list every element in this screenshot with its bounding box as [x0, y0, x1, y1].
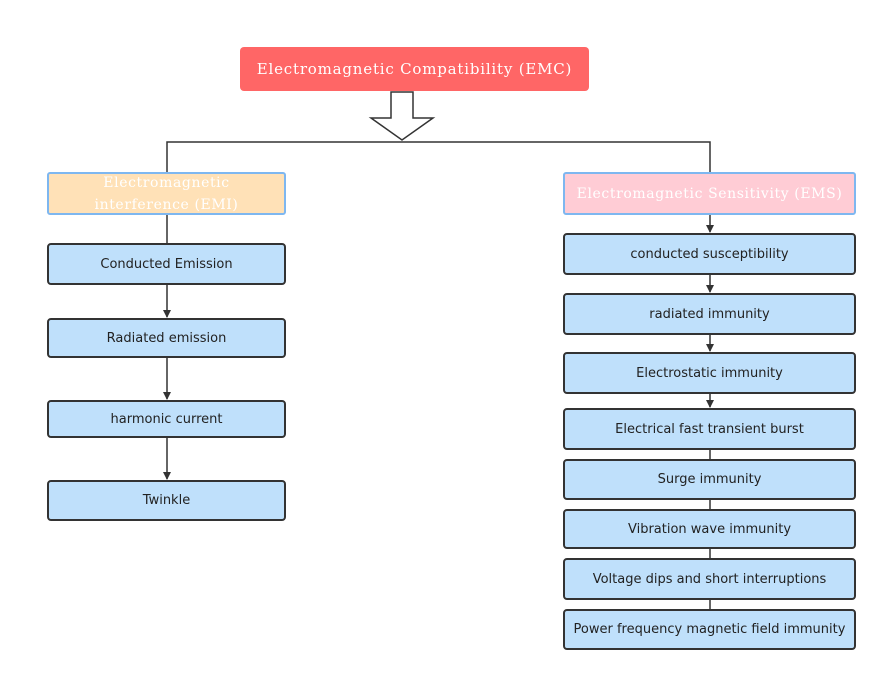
emi-item-label: Conducted Emission	[100, 256, 233, 272]
category-node-ems: Electromagnetic Sensitivity (EMS)	[563, 172, 856, 215]
ems-item-label: conducted susceptibility	[630, 246, 789, 262]
ems-item-label: Voltage dips and short interruptions	[592, 571, 827, 587]
ems-item-label: Electrical fast transient burst	[615, 421, 804, 437]
ems-item-electrical-fast-transient-burst: Electrical fast transient burst	[563, 408, 856, 450]
ems-item-label: Power frequency magnetic field immunity	[573, 622, 846, 637]
category-label-ems: Electromagnetic Sensitivity (EMS)	[576, 185, 843, 202]
ems-item-label: Vibration wave immunity	[627, 521, 792, 537]
ems-item-voltage-dips: Voltage dips and short interruptions	[563, 558, 856, 600]
emi-item-label: Twinkle	[142, 493, 191, 508]
category-node-emi: Electromagnetic interference (EMI)	[47, 172, 286, 215]
emi-item-twinkle: Twinkle	[47, 480, 286, 521]
emi-item-conducted-emission: Conducted Emission	[47, 243, 286, 285]
ems-item-label: Electrostatic immunity	[636, 365, 783, 381]
ems-item-conducted-susceptibility: conducted susceptibility	[563, 233, 856, 275]
hollow-down-arrow-icon	[368, 91, 436, 141]
ems-item-label: radiated immunity	[649, 306, 770, 322]
ems-item-radiated-immunity: radiated immunity	[563, 293, 856, 335]
ems-item-vibration-wave-immunity: Vibration wave immunity	[563, 509, 856, 549]
root-node-label: Electromagnetic Compatibility (EMC)	[256, 60, 573, 78]
emi-item-label: Radiated emission	[106, 330, 227, 346]
category-label-emi: Electromagnetic interference (EMI)	[94, 174, 239, 213]
emi-item-radiated-emission: Radiated emission	[47, 318, 286, 358]
emi-item-label: harmonic current	[110, 411, 223, 427]
root-node-emc: Electromagnetic Compatibility (EMC)	[240, 47, 589, 91]
branch-connector	[166, 141, 711, 172]
ems-item-surge-immunity: Surge immunity	[563, 459, 856, 500]
emi-item-harmonic-current: harmonic current	[47, 400, 286, 438]
ems-item-label: Surge immunity	[657, 472, 762, 487]
ems-item-electrostatic-immunity: Electrostatic immunity	[563, 352, 856, 394]
ems-item-power-frequency-magnetic-field: Power frequency magnetic field immunity	[563, 609, 856, 650]
